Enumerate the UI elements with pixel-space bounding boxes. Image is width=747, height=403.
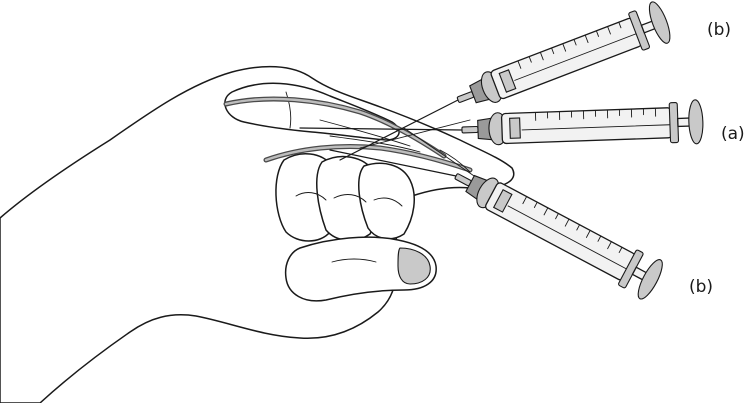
hand [0, 67, 514, 403]
label-middle-syringe: (a) [721, 126, 745, 143]
syringe-middle [461, 100, 703, 152]
syringe-top [450, 0, 674, 121]
syringe-bottom [446, 157, 667, 302]
label-top-syringe: (b) [707, 22, 731, 39]
label-bottom-syringe: (b) [689, 279, 713, 296]
finger-curl-3 [359, 163, 414, 238]
